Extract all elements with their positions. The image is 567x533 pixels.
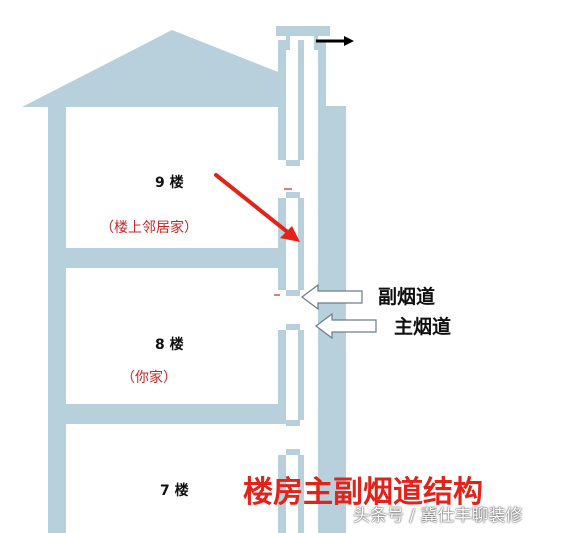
main-flue-label: 主烟道	[394, 316, 452, 338]
floor-note-8: （你家）	[121, 370, 177, 386]
roof	[22, 30, 278, 107]
flue-partition	[298, 40, 304, 160]
floor-label-7: 7 楼	[160, 483, 189, 499]
floor-slab-8-7	[66, 404, 286, 424]
floor-label-8: 8 楼	[155, 337, 184, 353]
floor-slab-9-8	[66, 248, 286, 268]
diagram-title: 楼房主副烟道结构	[243, 475, 483, 510]
secondary-flue-pointer	[301, 283, 363, 311]
exhaust-arrow	[316, 36, 354, 46]
chimney-cap	[276, 26, 330, 36]
backflow-arrow	[214, 173, 300, 242]
main-flue-wall	[318, 40, 326, 533]
floor-note-9: （楼上邻居家）	[100, 220, 198, 236]
secondary-flue-wall	[278, 40, 286, 160]
watermark: 头条号 / 冀仕丰聊装修	[353, 506, 523, 526]
secondary-flue-label: 副烟道	[378, 286, 436, 308]
main-flue-pointer	[315, 312, 377, 340]
left-wall	[48, 107, 66, 533]
floor-label-9: 9 楼	[155, 175, 184, 191]
